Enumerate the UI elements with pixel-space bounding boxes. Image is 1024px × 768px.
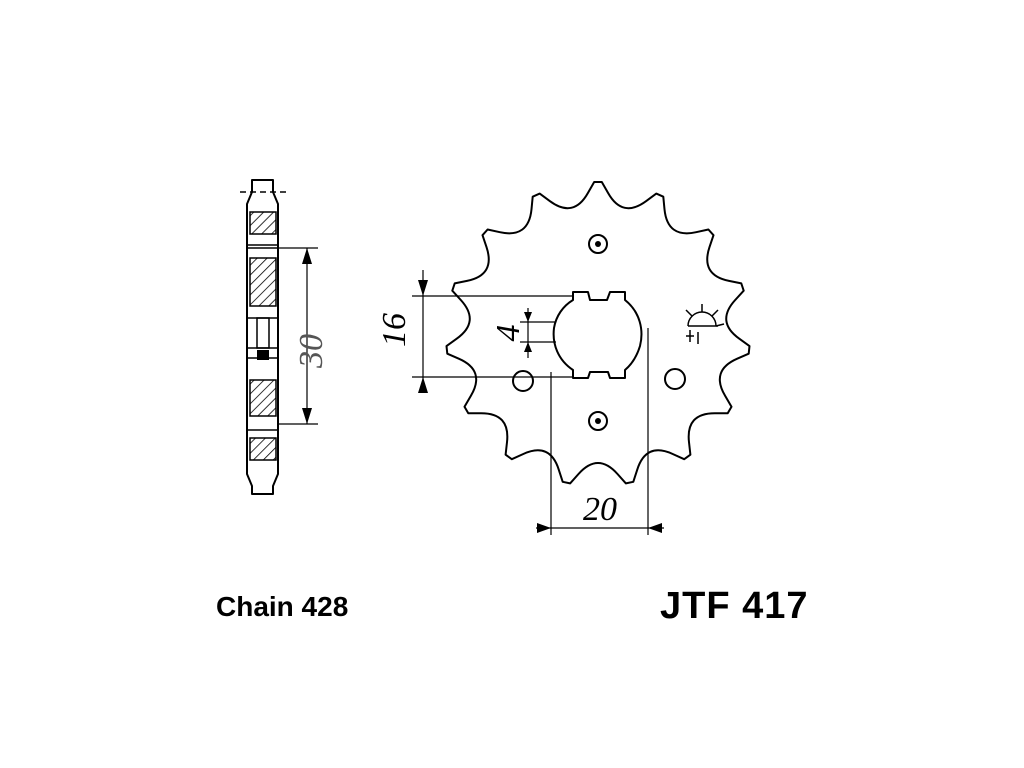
side-view: 30: [240, 179, 330, 495]
thickness-dimension-label: 30: [293, 334, 330, 369]
hatched-section-upper: [249, 257, 277, 307]
chain-label: Chain 428: [216, 591, 349, 622]
bolt-hole-left: [512, 370, 534, 392]
front-view: 16 4 20: [376, 181, 751, 535]
hub-bore-section: [256, 317, 270, 349]
hatched-section-top: [249, 211, 277, 235]
bolt-hole-top: [588, 234, 608, 254]
hatched-section-bottom: [249, 437, 277, 461]
bore-dimension-label: 16: [376, 313, 413, 347]
splined-bore: [552, 291, 643, 379]
keyway-section: [257, 350, 269, 360]
sun-symbol-icon: [685, 304, 725, 344]
sprocket-outline: [445, 181, 751, 485]
side-profile-outline: [246, 179, 279, 495]
part-number: JTF 417: [660, 585, 809, 627]
bolt-hole-right: [664, 368, 686, 390]
hatched-section-lower: [249, 379, 277, 417]
keyway-dimension-label: 4: [490, 325, 527, 342]
bolt-spacing-dimension-label: 20: [583, 491, 617, 528]
bolt-hole-bottom: [588, 411, 608, 431]
